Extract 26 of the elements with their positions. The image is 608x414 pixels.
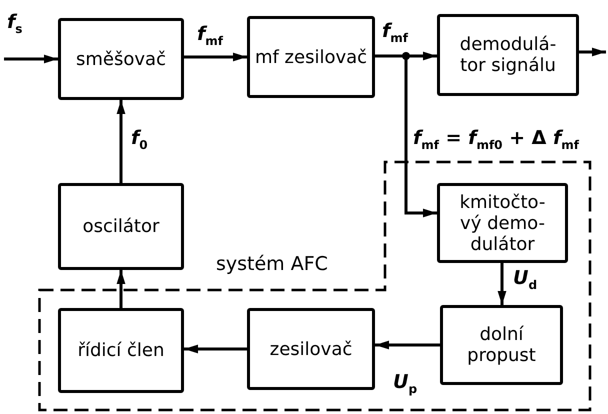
block-label: kmitočto- vý demo- dulátor (458, 192, 546, 254)
process-box (437, 14, 579, 96)
arrow (116, 270, 126, 308)
block-label: oscilátor (82, 216, 160, 237)
arrow (579, 48, 606, 56)
arrow (116, 100, 126, 183)
group-label: systém AFC (216, 254, 328, 275)
process-box (247, 16, 375, 98)
dashed-system-boundary (38, 160, 594, 412)
arrow (498, 263, 506, 305)
block-label: mf zesilovač (254, 46, 368, 68)
block-label: demodulá- tor signálu (458, 34, 558, 76)
process-box (440, 305, 563, 385)
process-box (247, 308, 375, 390)
block-label: dolní propust (466, 324, 537, 366)
arrow (184, 344, 247, 354)
block-label: zesilovač (270, 338, 352, 360)
process-box (58, 18, 184, 100)
process-box (437, 183, 568, 263)
block-label: směšovač (76, 48, 166, 70)
arrow (375, 340, 440, 350)
arrow (4, 54, 58, 64)
process-box (58, 183, 184, 270)
arrow (184, 52, 247, 62)
block-label: řídicí člen (78, 340, 164, 361)
process-box (58, 308, 184, 393)
